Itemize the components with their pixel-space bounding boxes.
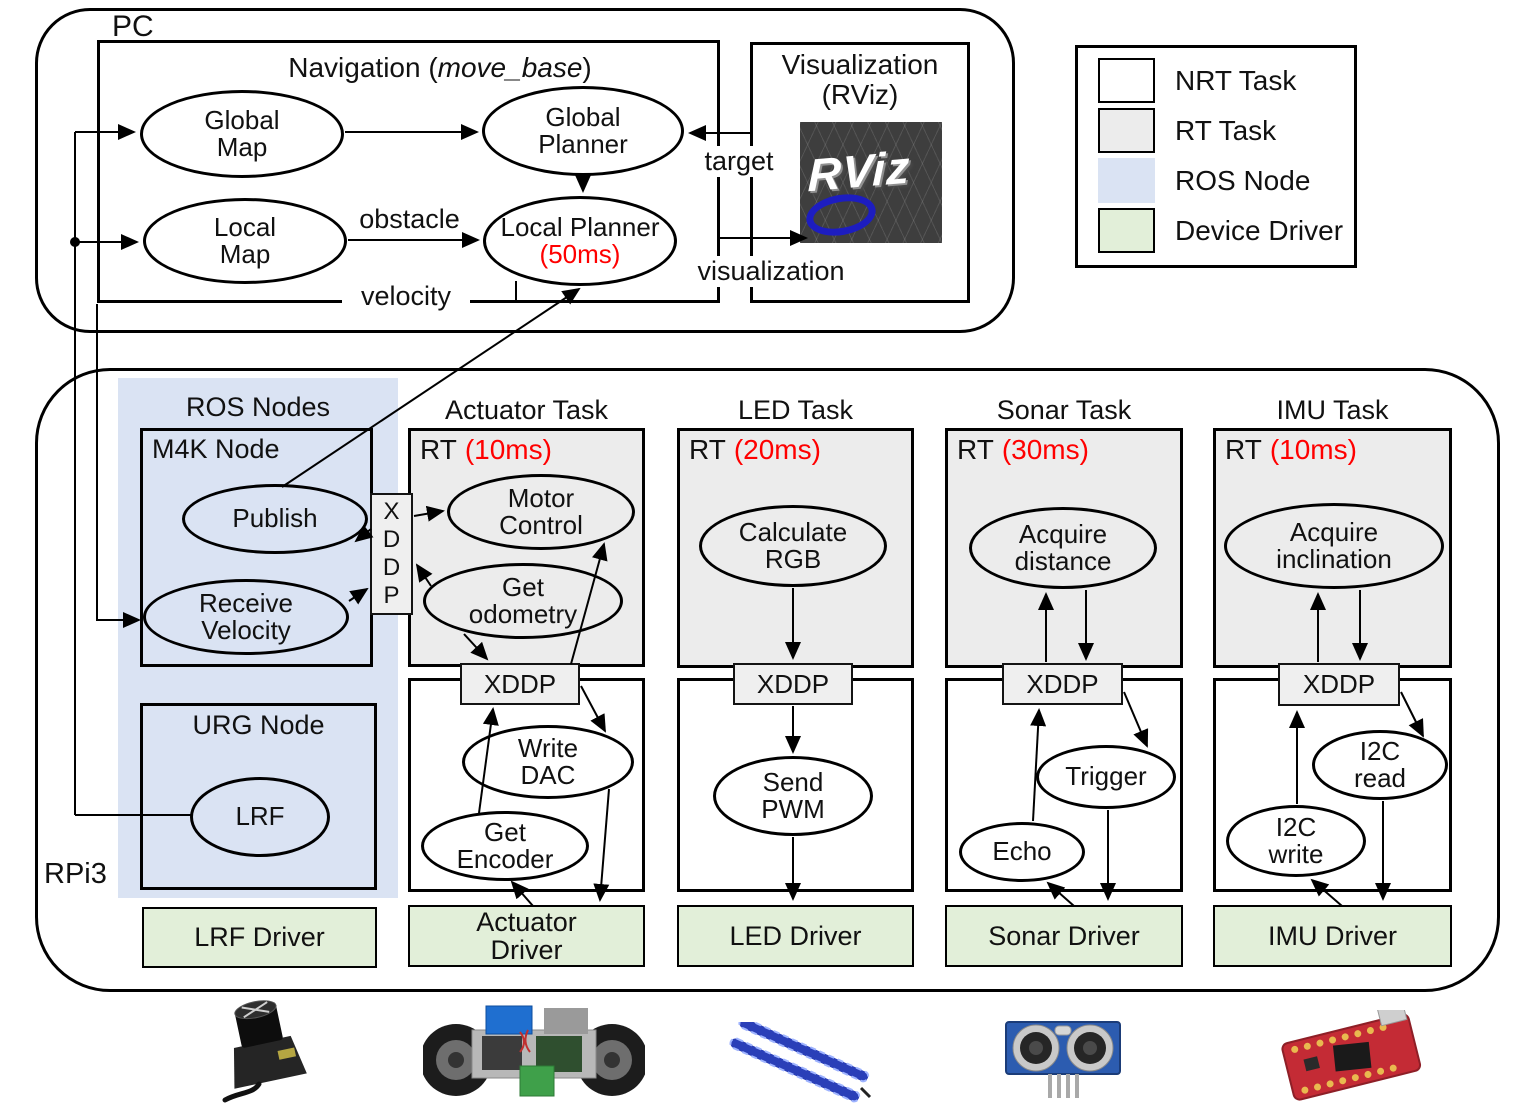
imu-task-header: IMU Task (1276, 395, 1389, 425)
legend-label-rt: RT Task (1175, 114, 1277, 146)
calculate-rgb-node: Calculate RGB (699, 505, 887, 587)
imu-rt-label: RT (1225, 434, 1262, 465)
rpi3-container-box (35, 368, 1500, 992)
target-label: target (688, 146, 790, 177)
visualization-label: visualization (678, 256, 864, 287)
local-planner-period: (50ms) (539, 239, 621, 269)
rpi3-label: RPi3 (44, 858, 107, 890)
nrt-task-swatch-icon (1098, 58, 1155, 103)
legend-row-driver: Device Driver (1098, 207, 1348, 254)
rviz-logo-text: RViz (807, 140, 911, 202)
actuator-xddp: XDDP (460, 663, 580, 705)
pc-label: PC (112, 10, 154, 43)
led-rt-tag: RT(20ms) (689, 434, 821, 466)
navigation-title-move-base: move_base (437, 52, 583, 83)
visualization-title: Visualization (RViz) (752, 50, 968, 110)
lrf-driver-box: LRF Driver (142, 907, 377, 968)
global-planner-node: Global Planner (482, 86, 684, 176)
sonar-rt-period: (30ms) (1001, 434, 1089, 465)
legend-label-ros: ROS Node (1175, 164, 1311, 196)
local-planner-node: Local Planner (50ms) (483, 196, 677, 286)
urg-node-box (140, 703, 377, 890)
legend: NRT Task RT Task ROS Node Device Driver (1075, 45, 1357, 268)
receive-velocity-node: Receive Velocity (143, 579, 349, 655)
local-planner-label: Local Planner (500, 211, 660, 242)
led-rt-label: RT (689, 434, 726, 465)
actuator-driver-box: Actuator Driver (408, 905, 645, 967)
lrf-sensor-photo (213, 996, 315, 1105)
imu-driver-box: IMU Driver (1213, 905, 1452, 967)
lrf-node: LRF (190, 777, 330, 857)
navigation-title-pre: Navigation ( (288, 52, 438, 83)
ros-nodes-header: ROS Nodes (185, 392, 331, 422)
m4k-node-title: M4K Node (152, 434, 280, 464)
publish-node: Publish (182, 484, 368, 554)
led-xddp: XDDP (733, 663, 853, 705)
sonar-xddp: XDDP (1002, 663, 1123, 705)
actuator-task-header: Actuator Task (444, 395, 609, 425)
sonar-rt-tag: RT(30ms) (957, 434, 1089, 466)
actuator-rt-period: (10ms) (464, 434, 552, 465)
global-map-node: Global Map (140, 90, 344, 178)
visualization-title-line1: Visualization (781, 49, 939, 80)
send-pwm-node: Send PWM (713, 756, 873, 836)
imu-board-photo (1268, 1001, 1434, 1105)
obstacle-label: obstacle (359, 204, 460, 234)
sonar-sensor-photo (998, 1010, 1130, 1105)
sonar-rt-label: RT (957, 434, 994, 465)
led-strip-photo (723, 1017, 875, 1105)
sonar-task-header: Sonar Task (996, 395, 1132, 425)
urg-node-title: URG Node (192, 710, 325, 740)
echo-node: Echo (959, 822, 1085, 882)
led-task-header: LED Task (737, 395, 854, 425)
acquire-inclination-node: Acquire inclination (1224, 503, 1444, 589)
navigation-title-post: ) (582, 52, 592, 83)
imu-rt-period: (10ms) (1269, 434, 1357, 465)
actuator-rt-tag: RT(10ms) (420, 434, 552, 466)
visualization-title-line2: (RViz) (821, 78, 899, 110)
trigger-node: Trigger (1036, 745, 1176, 809)
legend-label-driver: Device Driver (1175, 214, 1344, 246)
get-odometry-node: Get odometry (423, 563, 623, 639)
motor-control-node: Motor Control (447, 474, 635, 550)
legend-row-nrt: NRT Task (1098, 57, 1348, 104)
sonar-driver-box: Sonar Driver (945, 905, 1183, 967)
get-encoder-node: Get Encoder (421, 811, 589, 881)
write-dac-node: Write DAC (462, 725, 634, 799)
velocity-label: velocity (342, 281, 470, 312)
local-map-node: Local Map (143, 198, 347, 284)
navigation-title: Navigation (move_base) (200, 52, 680, 84)
rt-task-swatch-icon (1098, 108, 1155, 153)
xddp-bridge: X D D P (370, 493, 413, 615)
led-driver-box: LED Driver (677, 905, 914, 967)
i2c-read-node: I2C read (1312, 730, 1448, 800)
actuator-rt-label: RT (420, 434, 457, 465)
acquire-distance-node: Acquire distance (969, 507, 1157, 589)
rviz-screenshot: RViz (800, 122, 942, 243)
legend-row-rt: RT Task (1098, 107, 1348, 154)
i2c-write-node: I2C write (1226, 805, 1366, 877)
imu-xddp: XDDP (1278, 663, 1400, 706)
led-rt-period: (20ms) (733, 434, 821, 465)
robot-chassis-photo (420, 1002, 648, 1105)
device-driver-swatch-icon (1098, 208, 1155, 253)
legend-label-nrt: NRT Task (1175, 64, 1297, 96)
imu-rt-tag: RT(10ms) (1225, 434, 1357, 466)
ros-node-swatch-icon (1098, 158, 1155, 203)
legend-row-ros: ROS Node (1098, 157, 1348, 204)
